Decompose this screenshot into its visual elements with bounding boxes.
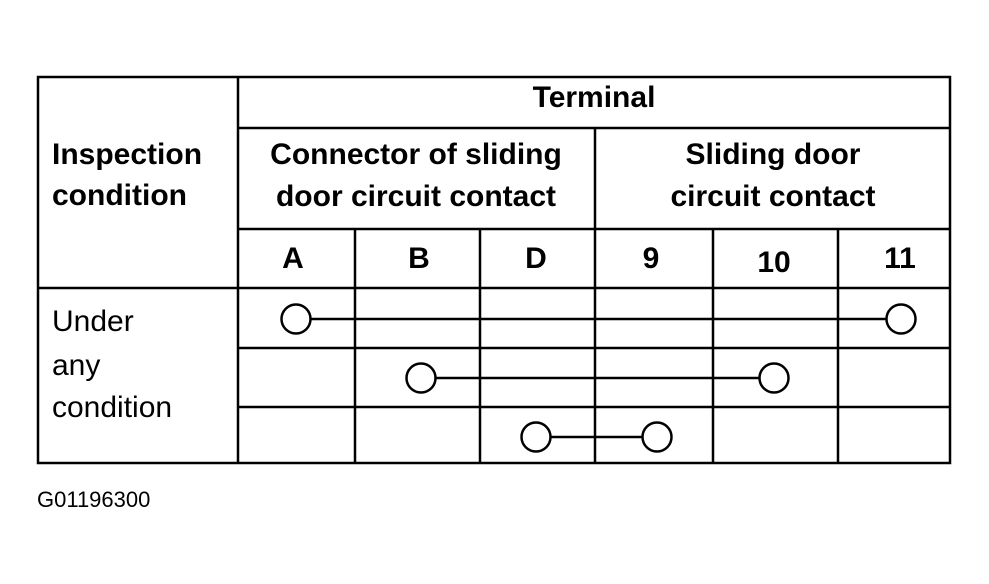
sliding-group-header-line1: Sliding door xyxy=(685,138,861,171)
column-header-d: D xyxy=(525,242,547,275)
inspection-condition-label-line2: condition xyxy=(52,179,187,212)
sliding-group-header-line2: circuit contact xyxy=(670,180,876,213)
column-header-9: 9 xyxy=(642,242,660,275)
column-header-11: 11 xyxy=(884,242,916,275)
column-header-b: B xyxy=(408,242,430,275)
connector-group-header-line2: door circuit contact xyxy=(275,180,557,213)
terminal-node-B xyxy=(405,362,437,394)
terminal-node-9 xyxy=(641,421,673,453)
column-header-a: A xyxy=(282,242,304,275)
row-label-line2: any xyxy=(52,349,101,382)
terminal-node-11 xyxy=(885,303,917,335)
terminal-node-D xyxy=(520,421,552,453)
inspection-condition-label-line1: Inspection xyxy=(52,138,203,171)
terminal-header: Terminal xyxy=(532,81,656,114)
column-header-10: 10 xyxy=(757,246,791,279)
table-border xyxy=(36,75,952,465)
figure-code: G01196300 xyxy=(37,487,151,512)
row-label-line3: condition xyxy=(52,391,173,424)
terminal-node-A xyxy=(280,303,312,335)
connector-group-header-line1: Connector of sliding xyxy=(270,138,562,171)
row-label-line1: Under xyxy=(52,305,134,338)
terminal-node-10 xyxy=(758,362,790,394)
